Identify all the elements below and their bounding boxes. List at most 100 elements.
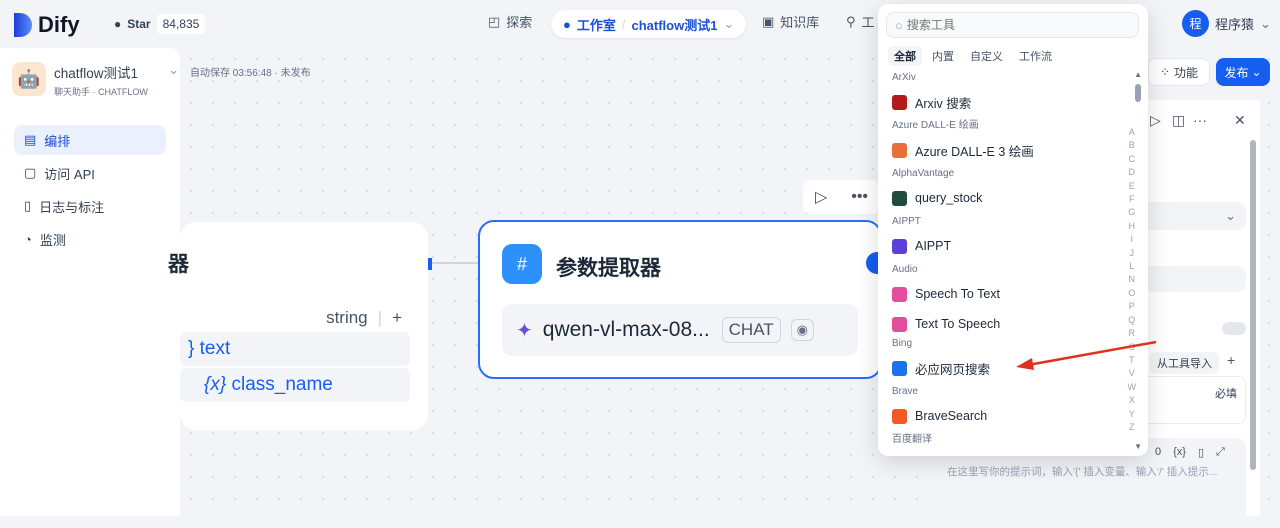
variable-icon[interactable]: {x} bbox=[1173, 446, 1186, 458]
alphabet-letter[interactable]: I bbox=[1130, 234, 1133, 245]
bing-icon bbox=[892, 360, 907, 376]
tool-item[interactable]: Arxiv 搜索 bbox=[878, 85, 1128, 119]
grid-icon: ⁘ bbox=[1159, 65, 1171, 79]
parameter-extractor-node[interactable]: # 参数提取器 ✦ qwen-vl-max-08... CHAT ◉ bbox=[478, 220, 882, 379]
variable-class-name[interactable]: {x} class_name bbox=[180, 368, 410, 402]
brave-icon bbox=[892, 408, 907, 424]
search-input[interactable] bbox=[906, 18, 1107, 32]
user-menu[interactable]: 程 程序猿⌄ bbox=[1182, 10, 1271, 37]
vision-icon: ◉ bbox=[790, 319, 815, 341]
alphabet-letter[interactable]: W bbox=[1127, 381, 1137, 392]
tool-label: BraveSearch bbox=[915, 409, 988, 423]
clipboard-icon[interactable]: ▯ bbox=[1197, 447, 1205, 459]
sidebar-item-monitor[interactable]: ◔监测 bbox=[24, 231, 66, 248]
tool-item[interactable]: Speech To Text bbox=[878, 277, 1128, 311]
alphabet-letter[interactable]: F bbox=[1129, 194, 1135, 205]
tool-group-label: AlphaVantage bbox=[892, 168, 955, 179]
alphabet-letter[interactable]: B bbox=[1128, 140, 1135, 151]
tool-item[interactable]: Azure DALL-E 3 绘画 bbox=[878, 133, 1128, 167]
tab-custom[interactable]: 自定义 bbox=[970, 51, 1003, 63]
expand-icon[interactable]: ⤢ bbox=[1216, 446, 1225, 458]
autosave-status: 自动保存 03:56:48 · 未发布 bbox=[190, 68, 311, 79]
scroll-up-icon[interactable]: ▲ bbox=[1134, 70, 1142, 79]
chevron-down-icon: ⌄ bbox=[1260, 15, 1271, 31]
alphabet-letter[interactable]: P bbox=[1128, 301, 1135, 312]
alphabet-letter[interactable]: A bbox=[1128, 127, 1135, 137]
audio-icon bbox=[892, 316, 907, 332]
tab-all[interactable]: 全部 bbox=[888, 46, 922, 66]
alphabet-letter[interactable]: Q bbox=[1128, 314, 1136, 325]
alphabet-letter[interactable]: T bbox=[1129, 354, 1135, 365]
tool-item[interactable]: Text To Speech bbox=[878, 311, 1128, 337]
app-breadcrumb[interactable]: chatflow测试1 bbox=[631, 17, 718, 33]
tab-workflow[interactable]: 工作流 bbox=[1019, 51, 1052, 63]
tool-item[interactable]: BraveSearch bbox=[878, 399, 1128, 433]
tool-item[interactable]: AIPPT bbox=[878, 229, 1128, 263]
alphabet-letter[interactable]: V bbox=[1128, 368, 1135, 379]
dify-logo[interactable]: Dify bbox=[14, 12, 80, 38]
alphabet-letter[interactable]: Y bbox=[1128, 408, 1135, 419]
toggle[interactable] bbox=[1222, 322, 1246, 335]
alphabet-letter[interactable]: N bbox=[1128, 274, 1136, 285]
scrollbar[interactable] bbox=[1250, 140, 1256, 470]
alphabet-letter[interactable]: X bbox=[1128, 395, 1135, 406]
model-selector[interactable]: ✦ qwen-vl-max-08... CHAT ◉ bbox=[502, 304, 858, 356]
nav-knowledge[interactable]: ▣知识库 bbox=[762, 13, 820, 31]
alphabet-letter[interactable]: L bbox=[1129, 261, 1135, 272]
alphabet-letter[interactable]: Z bbox=[1129, 421, 1135, 432]
sidebar-item-orchestrate[interactable]: ▤编排 bbox=[14, 125, 166, 155]
add-icon[interactable]: + bbox=[392, 308, 402, 327]
scroll-down-icon[interactable]: ▼ bbox=[1134, 442, 1142, 451]
tool-label: 必应网页搜索 bbox=[915, 362, 991, 377]
sidebar-item-api[interactable]: ▢访问 API bbox=[24, 165, 95, 182]
scrollbar[interactable] bbox=[1135, 84, 1141, 102]
alphabet-letter[interactable]: E bbox=[1128, 180, 1135, 191]
tool-group-label: ArXiv bbox=[892, 72, 916, 83]
variable-text[interactable]: } text bbox=[180, 332, 410, 366]
run-icon[interactable]: ▷ bbox=[1150, 112, 1161, 128]
nav-tools[interactable]: ⚲工 bbox=[846, 13, 875, 31]
close-icon[interactable]: ✕ bbox=[1234, 112, 1246, 128]
sidebar bbox=[0, 48, 180, 516]
tool-item[interactable]: query_stock bbox=[878, 181, 1128, 215]
alphabet-letter[interactable]: O bbox=[1128, 287, 1136, 298]
alphabet-letter[interactable]: C bbox=[1128, 153, 1136, 164]
alphabet-letter[interactable]: G bbox=[1128, 207, 1136, 218]
more-icon[interactable]: ··· bbox=[1193, 112, 1207, 128]
alphabet-letter[interactable]: H bbox=[1128, 220, 1136, 231]
alphabet-letter[interactable]: J bbox=[1129, 247, 1135, 258]
tab-builtin[interactable]: 内置 bbox=[932, 51, 954, 63]
node-handle[interactable] bbox=[428, 258, 432, 270]
terminal-icon: ▢ bbox=[24, 165, 37, 180]
arxiv-icon bbox=[892, 94, 907, 110]
app-switcher[interactable]: 🤖 chatflow测试1⌄ 聊天助手 · CHATFLOW bbox=[12, 62, 179, 98]
panel-icon[interactable]: ◫ bbox=[1172, 112, 1186, 128]
tool-item[interactable]: 必应网页搜索 bbox=[878, 351, 1128, 385]
tool-label: AIPPT bbox=[915, 239, 952, 253]
audio-icon bbox=[892, 286, 907, 302]
question-classifier-node[interactable]: 器 string|+ } text {x} class_name bbox=[168, 222, 428, 430]
nav-explore[interactable]: ◰探索 bbox=[488, 13, 533, 31]
edge bbox=[432, 262, 478, 264]
import-from-tool-button[interactable]: 从工具导入 bbox=[1150, 352, 1219, 374]
nav-studio[interactable]: ●工作室/chatflow测试1⌄ bbox=[551, 10, 747, 38]
add-icon[interactable]: + bbox=[1227, 352, 1236, 368]
more-icon[interactable]: ••• bbox=[851, 188, 869, 205]
extractor-icon: # bbox=[502, 244, 542, 284]
alphabet-letter[interactable]: D bbox=[1128, 167, 1136, 178]
annotation-arrow bbox=[1016, 340, 1157, 370]
features-button[interactable]: ⁘功能 bbox=[1148, 58, 1210, 86]
publish-button[interactable]: 发布⌄ bbox=[1216, 58, 1270, 86]
node-toolbar: ▷ ••• bbox=[803, 180, 880, 214]
app-icon: 🤖 bbox=[12, 62, 46, 96]
alphavantage-icon bbox=[892, 190, 907, 206]
tool-label: Text To Speech bbox=[915, 317, 1001, 331]
alphabet-letter[interactable]: R bbox=[1128, 328, 1136, 339]
tool-search-input[interactable]: ○ bbox=[886, 12, 1139, 38]
sidebar-item-logs[interactable]: ▯日志与标注 bbox=[24, 198, 105, 215]
play-icon[interactable]: ▷ bbox=[814, 189, 828, 206]
